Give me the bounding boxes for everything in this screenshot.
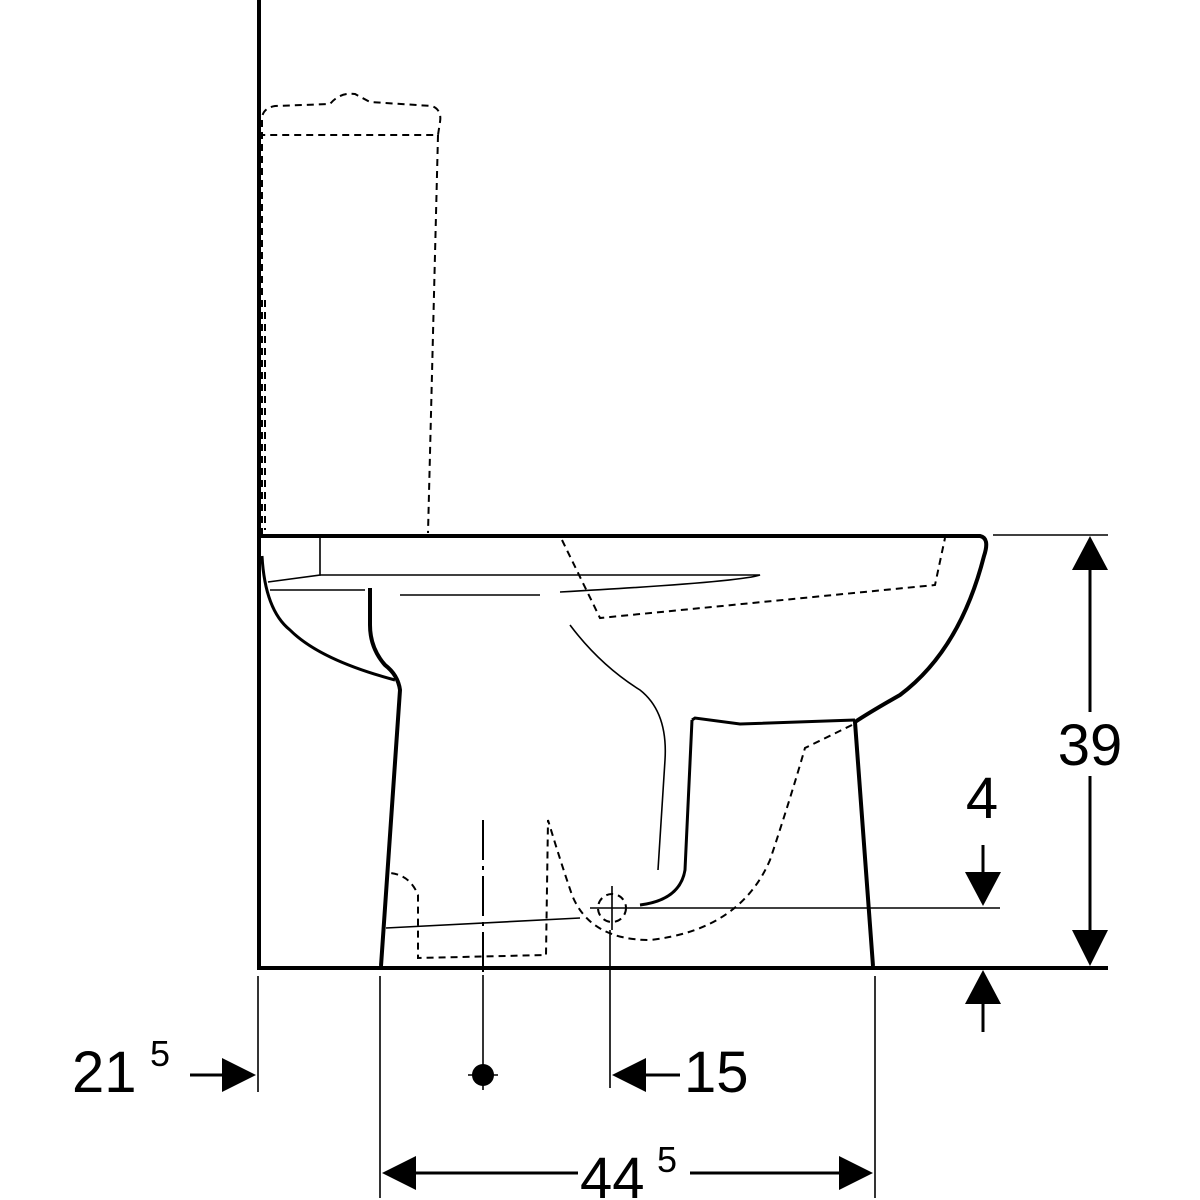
depth-superscript: 5 <box>657 1139 677 1180</box>
outlet-offset-label: 15 <box>684 1040 749 1105</box>
depth-label: 44 <box>580 1146 645 1200</box>
height-label: 39 <box>1058 713 1123 778</box>
center-line-mark <box>468 820 498 1090</box>
svg-text:21: 21 <box>72 1040 137 1105</box>
cistern-outline <box>261 92 442 535</box>
depth-dimension-44-5: 44 5 <box>379 976 876 1200</box>
wall-offset-label: 21 <box>72 1040 137 1105</box>
wall-offset-superscript: 5 <box>150 1033 170 1074</box>
toilet-bowl-outline <box>259 534 989 967</box>
height-dimension-39: 39 <box>993 534 1132 966</box>
wall-and-floor <box>257 0 1108 970</box>
wall-offset-dimension: 21 5 <box>72 976 259 1105</box>
outlet-height-label: 4 <box>966 766 998 831</box>
outlet-height-dimension-4: 4 <box>634 766 1001 1032</box>
outlet-center-mark <box>590 886 634 930</box>
outlet-offset-dimension-15: 15 <box>609 930 749 1105</box>
